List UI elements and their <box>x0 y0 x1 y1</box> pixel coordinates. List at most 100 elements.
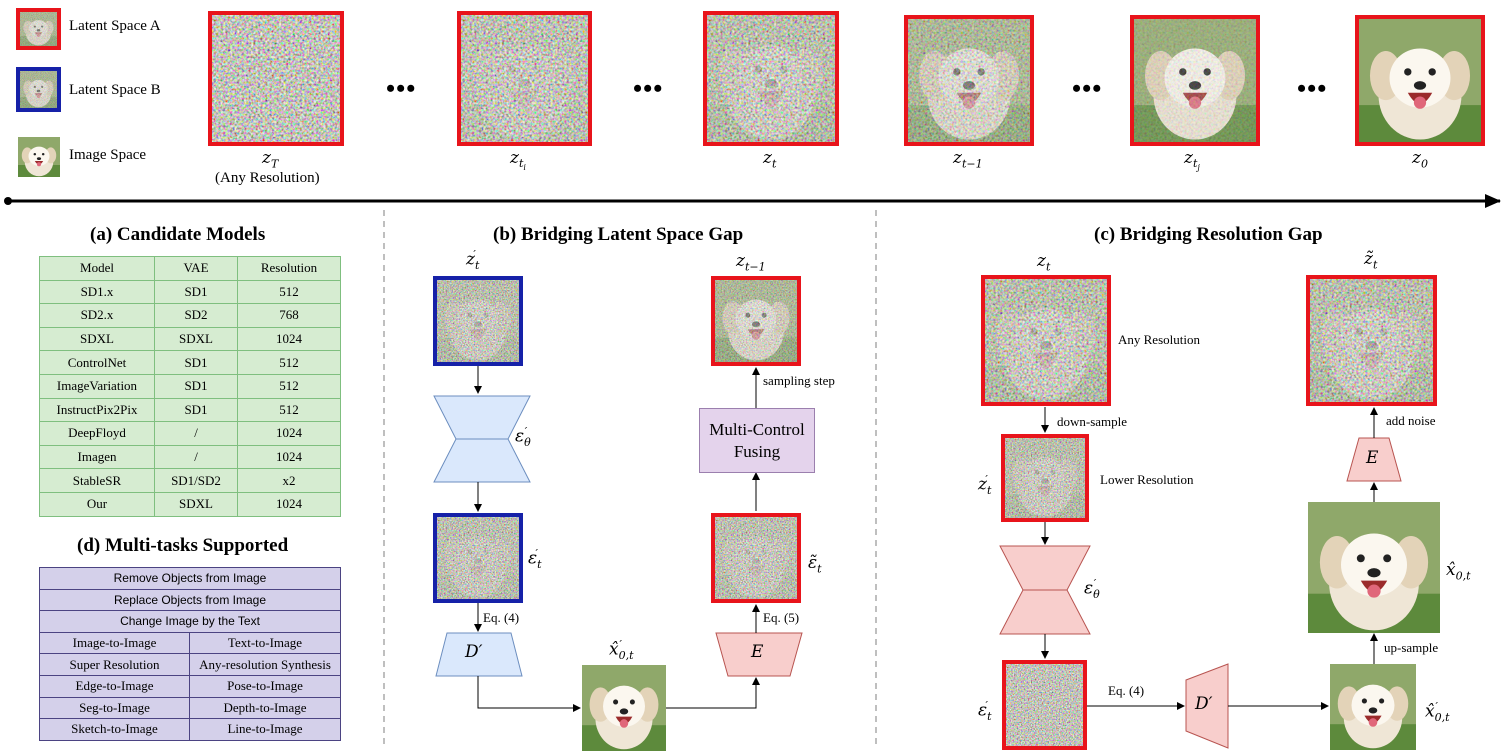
panel-c-title: (c) Bridging Resolution Gap <box>1094 224 1323 245</box>
table-cell: Super Resolution <box>39 653 190 676</box>
table-cell: SD1 <box>154 350 238 375</box>
table-cell: Imagen <box>39 444 155 470</box>
panel-b-eps-label: εt′ <box>528 547 542 572</box>
panel-c-upsample-label: up-sample <box>1384 640 1439 655</box>
table-cell: 512 <box>237 350 341 375</box>
timeline-label-z0: z0 <box>1412 148 1428 171</box>
table-cell: Seg-to-Image <box>39 696 190 720</box>
panel-d-title: (d) Multi-tasks Supported <box>77 535 289 556</box>
panel-c-z-tilde-label: z̃t <box>1364 249 1378 272</box>
panel-c-z-tilde-image <box>1306 275 1437 406</box>
multi-control-fusing-box: Multi-Control Fusing <box>699 408 815 473</box>
table-cell: Line-to-Image <box>189 718 341 741</box>
timeline-label-ztj: ztj <box>1184 148 1200 173</box>
table-cell: Sketch-to-Image <box>39 718 190 741</box>
panel-c-eps-label: εt′ <box>978 699 992 724</box>
table-cell: StableSR <box>39 468 155 493</box>
timeline-any-resolution-note: (Any Resolution) <box>215 170 320 186</box>
panel-c-add-noise-label: add noise <box>1386 413 1436 428</box>
panel-c-eq4-label: Eq. (4) <box>1108 683 1145 698</box>
legend-latent-b-thumb <box>16 67 61 112</box>
timeline-zt-image <box>703 11 839 146</box>
panel-b-unet-label: εθ′ <box>515 425 531 450</box>
panel-c-xhat-small-image <box>1330 664 1416 750</box>
table-cell: Image-to-Image <box>39 631 190 655</box>
timeline-label-zti: zti <box>510 148 526 173</box>
panel-c-any-resolution-label: Any Resolution <box>1118 332 1200 347</box>
panel-b-eq4-label: Eq. (4) <box>483 610 520 625</box>
panel-b-z-output-label: zt−1 <box>736 251 766 274</box>
table-cell: SD1/SD2 <box>154 468 238 493</box>
table-cell: 1024 <box>237 326 341 352</box>
table-cell: DeepFloyd <box>39 421 155 446</box>
table-cell: Remove Objects from Image <box>39 567 341 590</box>
panel-b-eps-tilde-label: ε̃t <box>808 553 822 576</box>
table-cell: 512 <box>237 373 341 399</box>
table-cell: SD1 <box>154 397 238 423</box>
table-header-cell: Model <box>39 256 155 281</box>
table-header-cell: Resolution <box>237 256 341 281</box>
table-cell: 1024 <box>237 491 341 517</box>
table-cell: / <box>154 421 238 446</box>
fusing-label-line2: Fusing <box>733 441 781 461</box>
table-cell: / <box>154 444 238 470</box>
timeline-zT-image <box>208 11 344 146</box>
panel-c-xhat-small-label: x̂0,t′ <box>1425 700 1450 725</box>
table-cell: SDXL <box>154 326 238 352</box>
timeline-label-zt: zt <box>763 148 777 171</box>
table-cell: ImageVariation <box>39 373 155 399</box>
timeline-ellipsis-1: ••• <box>386 74 417 103</box>
panel-b-eps-image <box>433 513 523 603</box>
table-cell: 768 <box>237 303 341 328</box>
panel-b-sampling-label: sampling step <box>763 373 835 388</box>
table-cell: ControlNet <box>39 350 155 375</box>
legend-image-thumb <box>18 137 60 177</box>
table-row: Remove Objects from Image <box>39 567 341 590</box>
panel-c-unet-label: εθ′ <box>1084 577 1100 602</box>
legend-latent-a-label: Latent Space A <box>69 18 161 34</box>
panel-c-xhat-big-label: x̂0,t <box>1446 560 1471 583</box>
fusing-label-line1: Multi-Control <box>709 419 805 439</box>
table-cell: SDXL <box>39 326 155 352</box>
multi-tasks-table: Remove Objects from Image Replace Object… <box>39 567 341 741</box>
panel-c-lower-resolution-label: Lower Resolution <box>1100 472 1194 487</box>
panel-b-eps-tilde-image <box>711 513 801 603</box>
timeline-ellipsis-2: ••• <box>633 74 664 103</box>
table-row: Imagen/1024 <box>39 444 341 470</box>
table-cell: SD1 <box>154 279 238 305</box>
table-header-cell: VAE <box>154 256 238 281</box>
table-cell: SD1 <box>154 373 238 399</box>
timeline-ztj-image <box>1130 15 1260 146</box>
table-cell: Edge-to-Image <box>39 674 190 698</box>
table-cell: Our <box>39 491 155 517</box>
panel-c-xhat-big-image <box>1308 502 1440 633</box>
table-cell: Change Image by the Text <box>39 610 341 633</box>
timeline-zt-1-image <box>904 15 1034 146</box>
timeline-ellipsis-4: ••• <box>1297 74 1328 103</box>
table-cell: SD1.x <box>39 279 155 305</box>
timeline-z0-image <box>1355 15 1485 146</box>
legend-latent-a-thumb <box>16 8 61 50</box>
table-row: DeepFloyd/1024 <box>39 421 341 446</box>
timeline-label-zt-1: zt−1 <box>953 148 983 171</box>
panel-c-eps-image <box>1002 660 1087 750</box>
table-cell: x2 <box>237 468 341 493</box>
timeline-ellipsis-3: ••• <box>1072 74 1103 103</box>
panel-c-z-input-image <box>981 275 1111 406</box>
panel-b-z-output-image <box>711 276 801 366</box>
table-row: Change Image by the Text <box>39 610 341 633</box>
legend-image-label: Image Space <box>69 147 147 163</box>
table-cell: 512 <box>237 279 341 305</box>
panel-b-z-input-image <box>433 276 523 366</box>
